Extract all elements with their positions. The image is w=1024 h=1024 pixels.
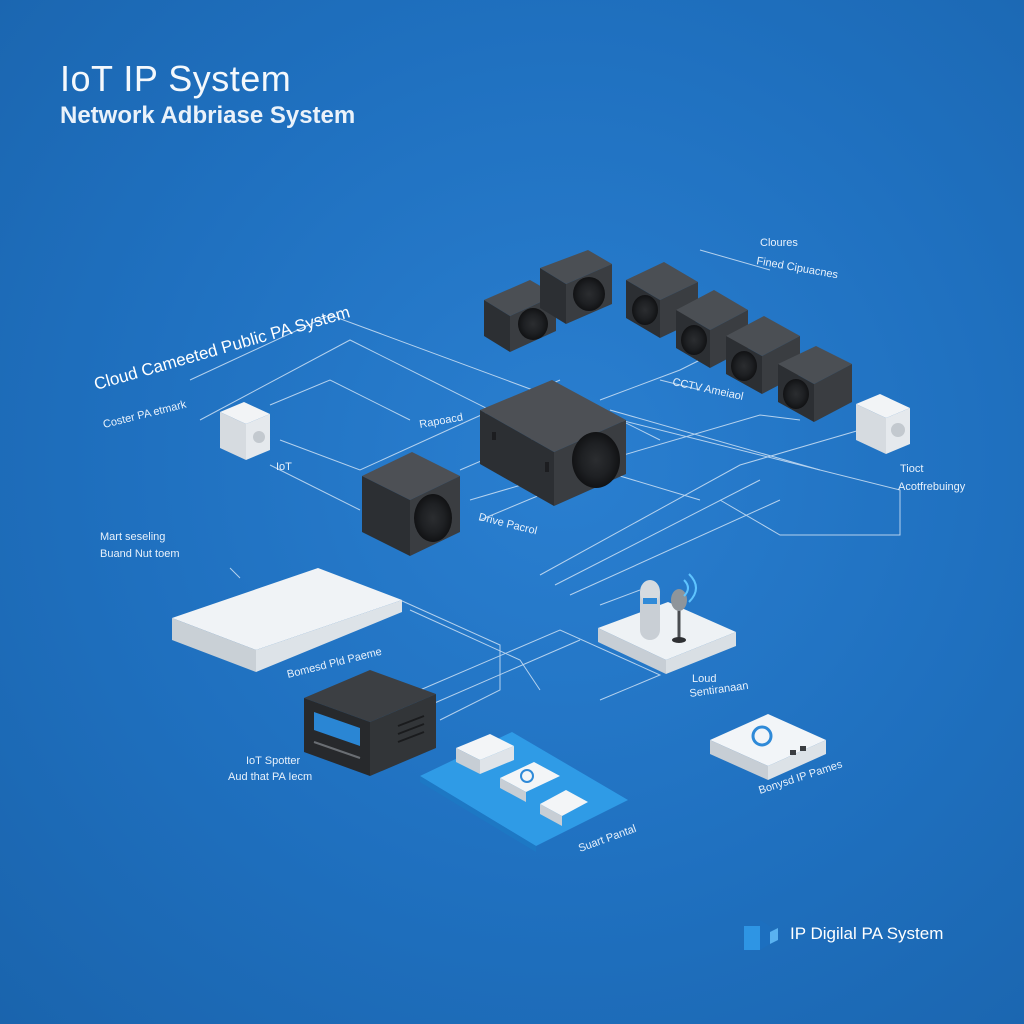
brand-footer: IP Digilal PA System — [744, 918, 943, 950]
mic-label: Loud — [692, 673, 716, 685]
clouds-sub-label: Fined Cipuacnes — [755, 255, 839, 281]
main-subwoofer — [480, 380, 626, 506]
speaker-top-4 — [676, 290, 748, 368]
page-title: IoT IP System — [60, 58, 292, 99]
connection-lines — [189, 249, 901, 721]
iot-spotter-label: IoT Spotter — [246, 755, 301, 767]
toast-sub-label: Acotfrebuingy — [898, 481, 966, 493]
page-subtitle: Network Adbriase System — [60, 102, 356, 129]
iot-label: IoT — [276, 461, 292, 473]
clouds-label: Cloures — [760, 237, 798, 249]
iot-spotter-sub-label: Aud that PA Iecm — [228, 771, 312, 783]
panel-label: Suart Pantal — [577, 823, 638, 855]
medium-speaker — [362, 452, 460, 556]
small-white-speaker-right — [856, 394, 910, 454]
network-router — [710, 714, 826, 780]
speaker-top-6 — [778, 346, 852, 422]
smart-panel-tray — [420, 732, 628, 852]
drive-label: Drive Pacrol — [477, 511, 538, 537]
mart-panel — [172, 568, 402, 672]
brand-name: IP Digilal PA System — [790, 924, 944, 943]
speaker-array — [484, 250, 852, 422]
repeated-label: Rapoacd — [418, 411, 463, 430]
toast-label: Tioct — [900, 463, 923, 475]
small-white-speaker-left — [220, 402, 270, 460]
cloud-system-label: Cloud Cameeted Public PA System — [92, 302, 352, 393]
rack-amplifier — [304, 670, 436, 776]
cctv-label: CCTV Ameiaol — [671, 376, 744, 403]
cloud-network-label: Coster PA etmark — [102, 398, 188, 430]
speaker-top-2 — [540, 250, 612, 324]
mart-sub-label: Buand Nut toem — [100, 548, 180, 560]
brand-logo-icon — [744, 920, 778, 950]
mart-label: Mart seseling — [100, 531, 165, 543]
microphone-station — [598, 573, 736, 674]
